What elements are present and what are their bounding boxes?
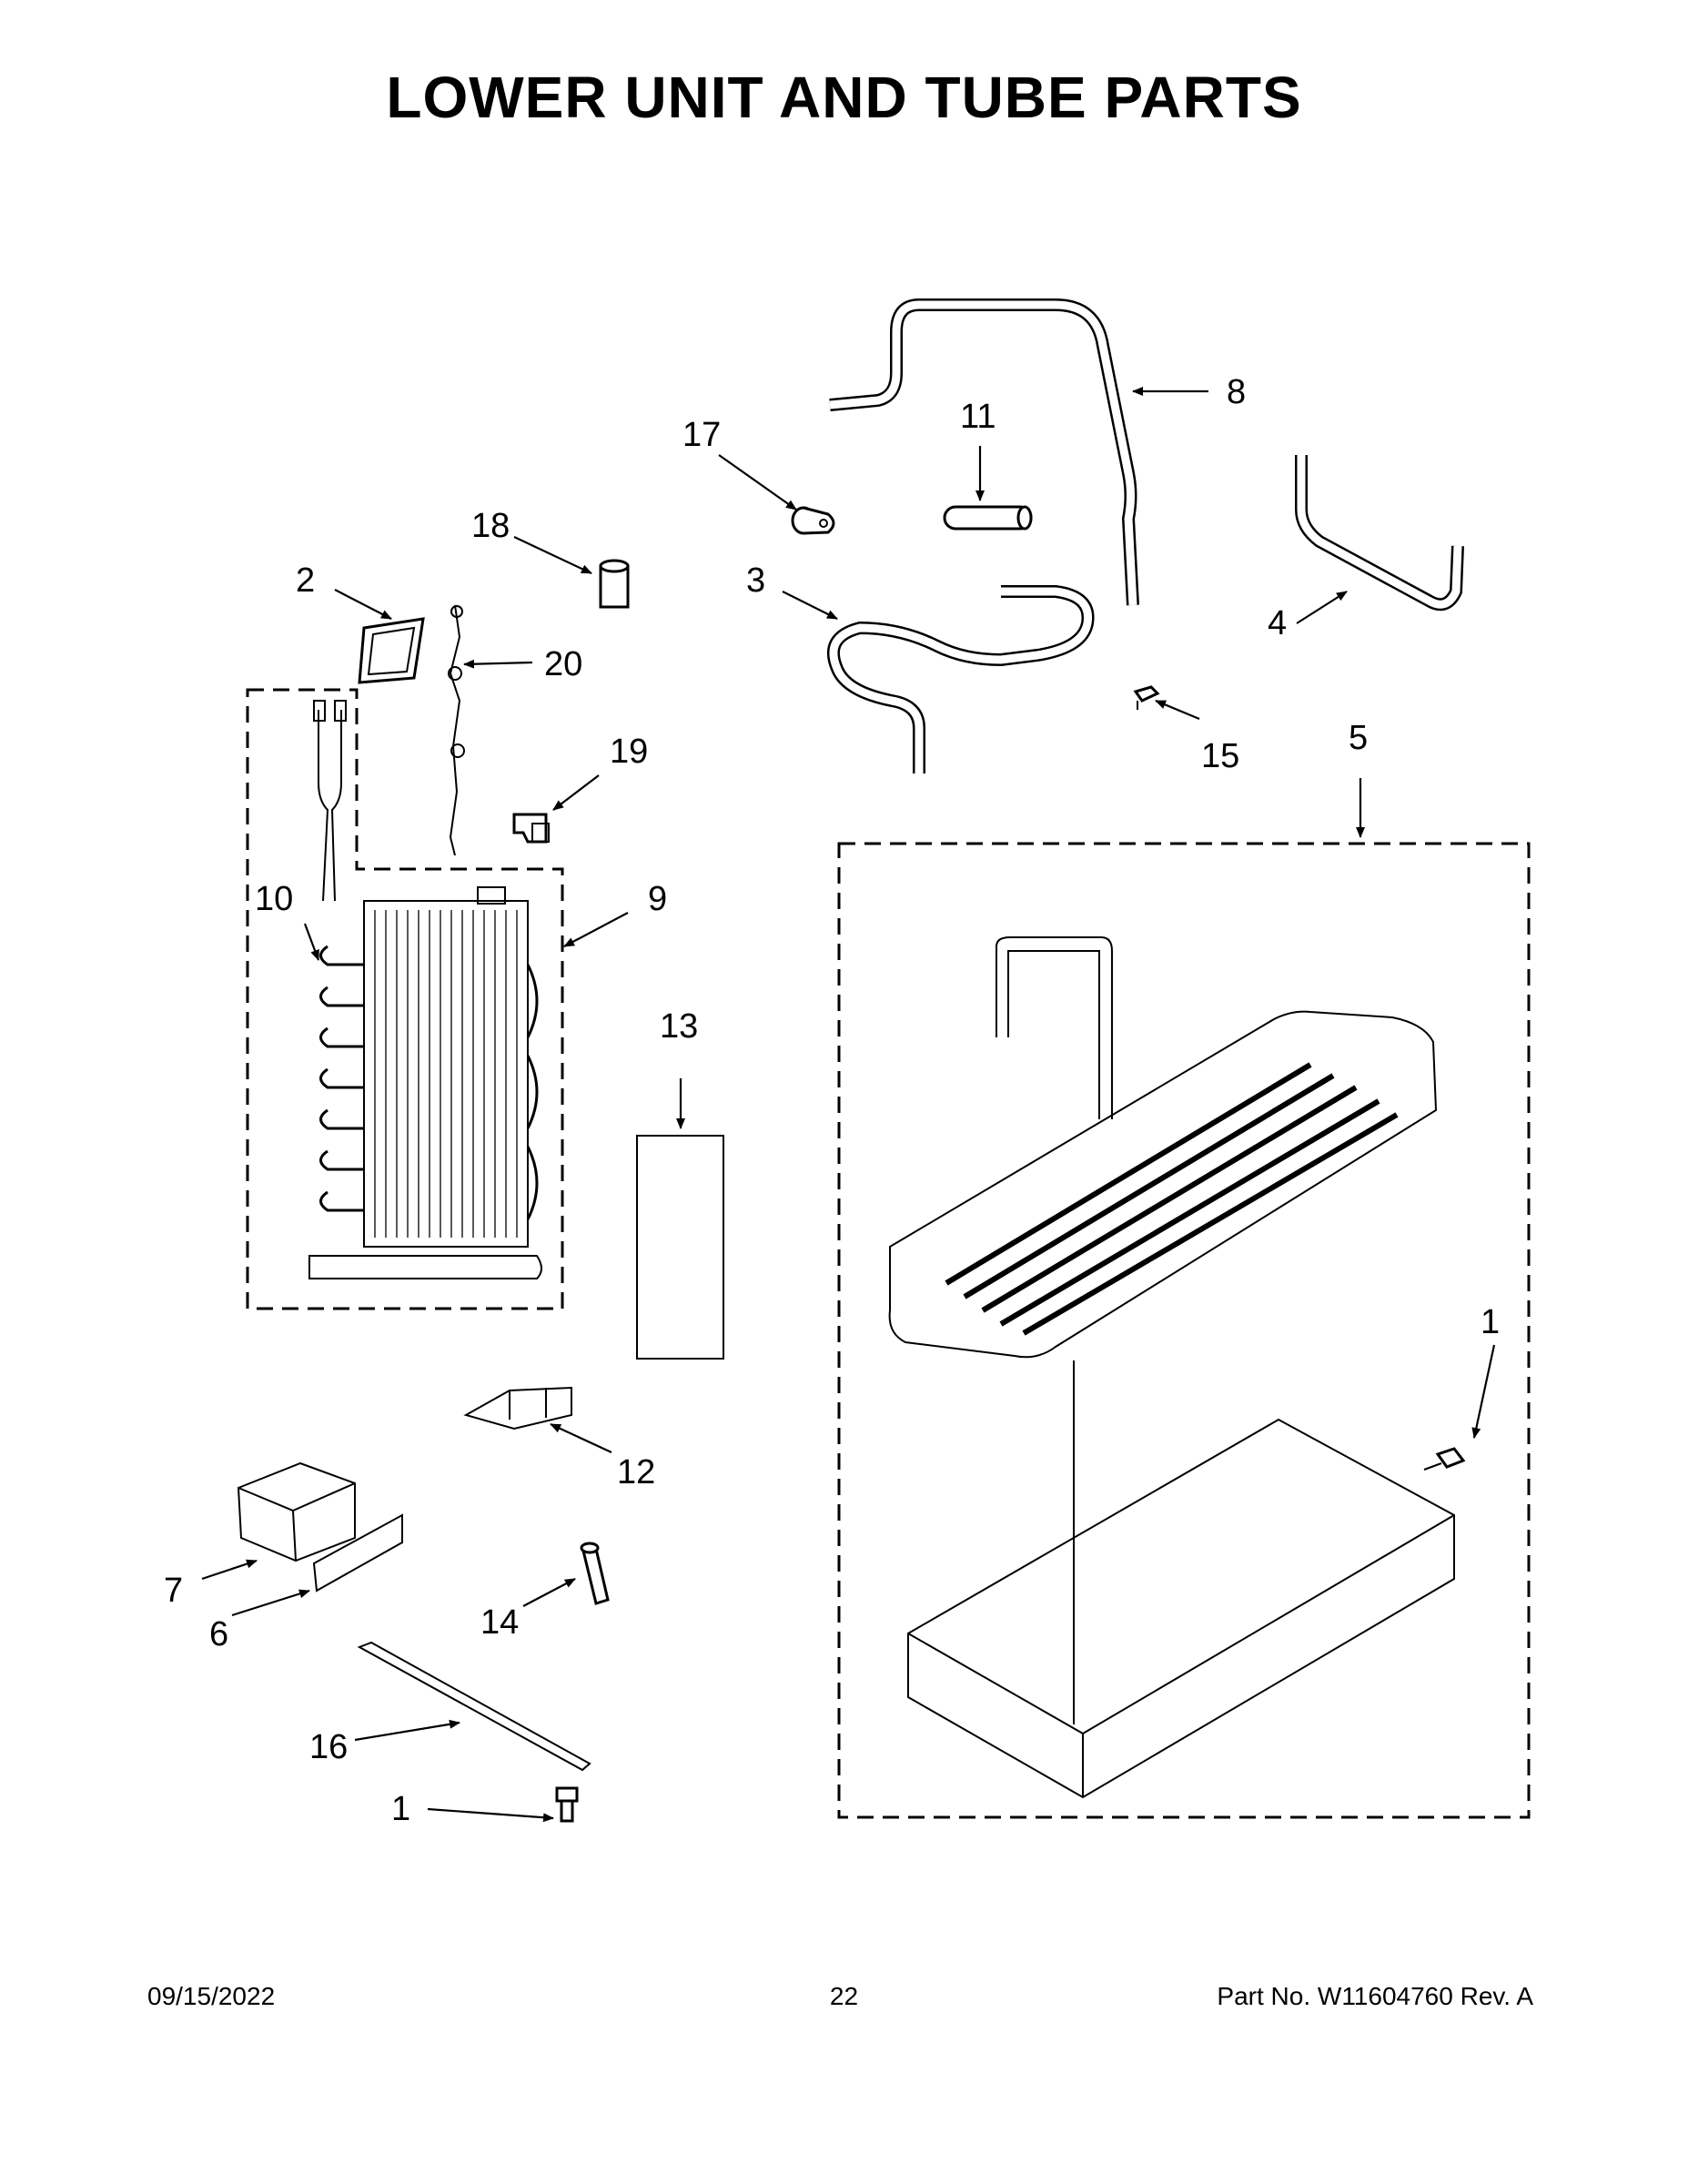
part-11-sleeve bbox=[943, 505, 1033, 531]
callout-12: 12 bbox=[617, 1453, 655, 1491]
callout-6: 6 bbox=[209, 1615, 228, 1653]
part-1-screw-left bbox=[555, 1786, 579, 1823]
footer-date: 09/15/2022 bbox=[147, 1982, 276, 2010]
part-13-panel bbox=[636, 1135, 724, 1360]
footer-page-number: 22 bbox=[829, 1982, 859, 2010]
part-19-connector bbox=[512, 813, 550, 844]
part-3-tube bbox=[827, 585, 1095, 774]
footer-part-number: Part No. W11604760 Rev. A bbox=[1217, 1982, 1533, 2010]
part-14-spacer bbox=[580, 1542, 610, 1605]
callout-5: 5 bbox=[1349, 719, 1368, 757]
callout-19: 19 bbox=[610, 733, 648, 771]
leader-arrows bbox=[201, 387, 1496, 1823]
callout-17: 17 bbox=[682, 416, 721, 454]
callout-14: 14 bbox=[480, 1603, 519, 1642]
part-8-tube bbox=[829, 298, 1139, 606]
part-16-strip bbox=[357, 1641, 591, 1772]
callout-18: 18 bbox=[471, 507, 510, 545]
part-20-harness bbox=[448, 604, 465, 856]
callout-2: 2 bbox=[296, 561, 315, 600]
part-1-screw-right bbox=[1423, 1447, 1466, 1471]
part-18-cap bbox=[599, 559, 630, 609]
part-7-bracket bbox=[237, 1461, 356, 1562]
part-15-clip bbox=[1133, 685, 1160, 710]
callout-10: 10 bbox=[255, 880, 293, 918]
callout-7: 7 bbox=[164, 1572, 183, 1610]
page-title: LOWER UNIT AND TUBE PARTS bbox=[386, 65, 1302, 130]
callout-1-right: 1 bbox=[1481, 1303, 1500, 1341]
condenser-group-outline bbox=[246, 688, 564, 1310]
part-6-plate bbox=[312, 1513, 403, 1592]
callout-20: 20 bbox=[544, 645, 582, 683]
part-12-bracket bbox=[463, 1386, 572, 1431]
part-9-condenser bbox=[308, 700, 542, 1279]
part-17-clamp bbox=[791, 506, 835, 535]
part-5-drain-pan bbox=[907, 1360, 1455, 1799]
callout-16: 16 bbox=[309, 1728, 348, 1766]
part-4-tube bbox=[1295, 455, 1464, 612]
drain-pan-group-outline bbox=[837, 842, 1531, 1819]
callout-8: 8 bbox=[1227, 373, 1246, 411]
callout-1-left: 1 bbox=[391, 1790, 410, 1828]
callout-11: 11 bbox=[960, 398, 996, 436]
part-5-heater-tray bbox=[888, 936, 1438, 1359]
callout-13: 13 bbox=[660, 1007, 698, 1046]
callout-4: 4 bbox=[1268, 604, 1287, 642]
callout-9: 9 bbox=[648, 880, 667, 918]
callout-3: 3 bbox=[746, 561, 765, 600]
part-2-plate bbox=[358, 617, 425, 684]
callout-15: 15 bbox=[1201, 737, 1239, 775]
